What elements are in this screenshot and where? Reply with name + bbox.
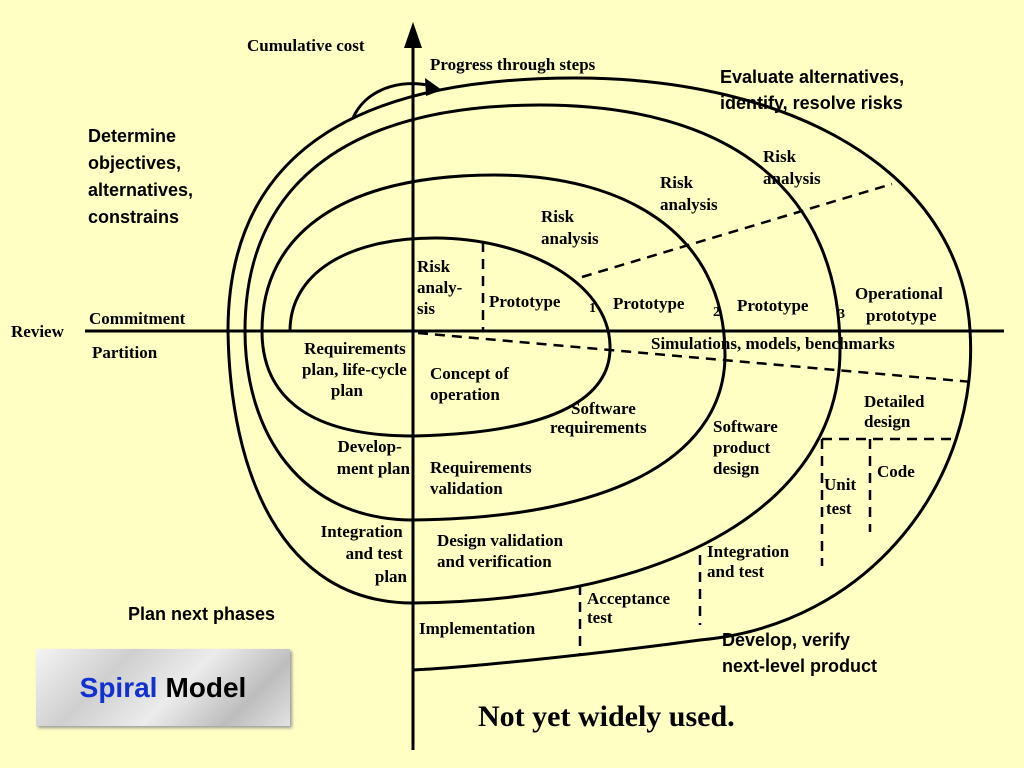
- footer-note: Not yet widely used.: [478, 700, 735, 733]
- operational-prototype: Operational prototype: [855, 284, 947, 325]
- risk-divider-diagonal: [581, 182, 893, 279]
- concept-of-operation: Concept of operation: [430, 364, 513, 404]
- unit-test: Unit test: [824, 475, 860, 518]
- progress-arrow: [351, 82, 433, 119]
- implementation-label: Implementation: [419, 619, 536, 638]
- design-validation: Design validation and verification: [437, 531, 567, 571]
- prototype-3-subscript: 3: [838, 307, 845, 322]
- title-word-spiral: Spiral: [79, 671, 158, 703]
- progress-label: Progress through steps: [430, 55, 596, 74]
- spiral-loop-1: [260, 236, 612, 438]
- integration-plan: Integration and test plan: [321, 522, 408, 586]
- title-banner: Spiral Model: [36, 649, 290, 726]
- review-label: Review: [11, 322, 65, 341]
- quadrant-develop: Develop, verify next-level product: [722, 630, 877, 676]
- requirements-plan: Requirements plan, life-cycle plan: [302, 339, 411, 400]
- vertical-axis-arrowhead: [404, 22, 422, 48]
- quadrant-objectives: Determine objectives, alternatives, cons…: [88, 126, 198, 227]
- risk-analysis-2: Risk analysis: [660, 173, 718, 214]
- development-plan: Develop- ment plan: [337, 437, 411, 478]
- spiral-loop-2: [243, 173, 727, 522]
- prototype-1: Prototype: [489, 292, 561, 311]
- risk-analysis-1: Risk analysis: [541, 207, 599, 248]
- prototype-2: Prototype: [613, 294, 685, 313]
- prototype-3: Prototype: [737, 296, 809, 315]
- spiral-loop-4: [226, 76, 973, 672]
- commitment-label: Commitment: [89, 309, 186, 328]
- title-word-model: Model: [165, 671, 247, 703]
- code-label: Code: [877, 462, 915, 481]
- partition-label: Partition: [92, 343, 158, 362]
- spiral-loop-3: [226, 103, 842, 605]
- cumulative-cost-label: Cumulative cost: [247, 36, 365, 55]
- integration-and-test: Integration and test: [707, 542, 793, 581]
- simulation-divider: [417, 331, 973, 384]
- software-product-design: Software product design: [713, 417, 782, 478]
- simulations-label: Simulations, models, benchmarks: [651, 334, 895, 353]
- prototype-1-subscript: 1: [589, 301, 596, 316]
- risk-analysis-3: Risk analysis: [763, 147, 821, 188]
- acceptance-test: Acceptance test: [587, 589, 674, 627]
- risk-analysis-0: Risk analy- sis: [417, 257, 467, 318]
- quadrant-plan: Plan next phases: [128, 604, 275, 624]
- detailed-design: Detailed design: [864, 392, 929, 431]
- software-requirements: Software requirements: [550, 399, 647, 437]
- quadrant-evaluate: Evaluate alternatives, identify, resolve…: [720, 67, 909, 113]
- requirements-validation: Requirements validation: [430, 458, 536, 498]
- prototype-2-subscript: 2: [713, 305, 720, 320]
